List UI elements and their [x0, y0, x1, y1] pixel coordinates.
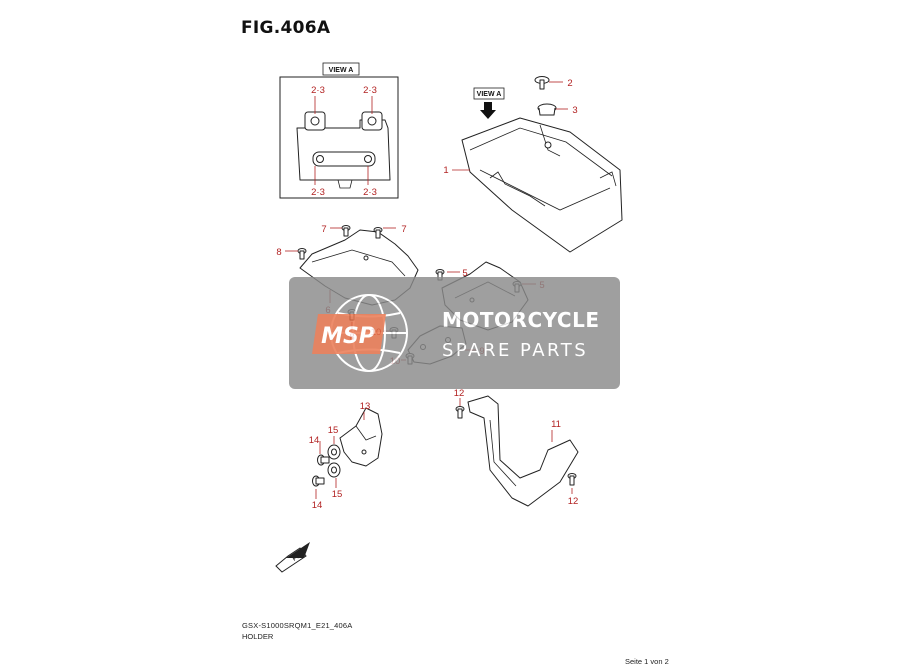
- callout-7-left: 7: [321, 224, 326, 235]
- view-a-box-label: VIEW A: [329, 67, 354, 74]
- callout-15-upper: 15: [328, 425, 339, 436]
- callout-2: 2: [567, 78, 572, 89]
- callout-7-right: 7: [401, 224, 406, 235]
- grommet-3: [537, 103, 557, 116]
- fwd-arrow-icon: FWD: [275, 542, 310, 573]
- view-a-callout: 2·3: [311, 187, 325, 198]
- watermark-line1: MOTORCYCLE: [442, 308, 599, 332]
- bolt-8-upper: [297, 248, 307, 260]
- diagram-code: GSX-S1000SRQM1_E21_406A: [242, 621, 353, 630]
- bracket-13: [339, 407, 383, 467]
- callout-5-top: 5: [462, 268, 467, 279]
- bolt-7-left: [341, 225, 351, 237]
- collar-14-upper: [317, 454, 330, 466]
- battery-holder-tray: VIEW A: [461, 87, 623, 253]
- callout-3: 3: [572, 105, 577, 116]
- view-a-arrow-icon: [480, 102, 496, 119]
- callout-15-lower: 15: [332, 489, 343, 500]
- collar-14-lower: [312, 475, 325, 487]
- callout-14-upper: 14: [309, 435, 320, 446]
- damper-15-lower: [327, 462, 341, 478]
- view-a-slot: [312, 151, 376, 167]
- view-a-callout: 2·3: [363, 85, 377, 96]
- callout-12-lower: 12: [568, 496, 579, 507]
- bolt-12-lower: [567, 473, 577, 486]
- damper-15-upper: [327, 444, 341, 460]
- page-indicator: Seite 1 von 2: [625, 657, 669, 666]
- callout-1: 1: [443, 165, 448, 176]
- bolt-12-upper: [455, 406, 465, 419]
- callout-14-lower: 14: [312, 500, 323, 511]
- bolt-7-right: [373, 227, 383, 239]
- watermark: MSP MOTORCYCLE SPARE PARTS: [289, 277, 620, 389]
- figure-title: FIG.406A: [241, 18, 331, 38]
- diagram-name: HOLDER: [242, 632, 274, 641]
- callout-11: 11: [551, 419, 561, 430]
- watermark-logo-badge: [312, 314, 386, 354]
- watermark-line2: SPARE PARTS: [442, 340, 588, 361]
- callout-13: 13: [360, 401, 371, 412]
- view-a-callout: 2·3: [311, 85, 325, 96]
- view-a-detail: VIEW A 2·3 2·3 2·3 2·3: [279, 62, 399, 199]
- watermark-banner: [289, 277, 620, 389]
- watermark-logo: MSP: [321, 324, 375, 349]
- view-a-callout: 2·3: [363, 187, 377, 198]
- callout-12-upper: 12: [454, 388, 465, 399]
- view-a-arrow-label: VIEW A: [477, 91, 502, 98]
- screw-2: [534, 76, 550, 90]
- bracket-11: [467, 395, 579, 507]
- callout-8-upper: 8: [276, 247, 281, 258]
